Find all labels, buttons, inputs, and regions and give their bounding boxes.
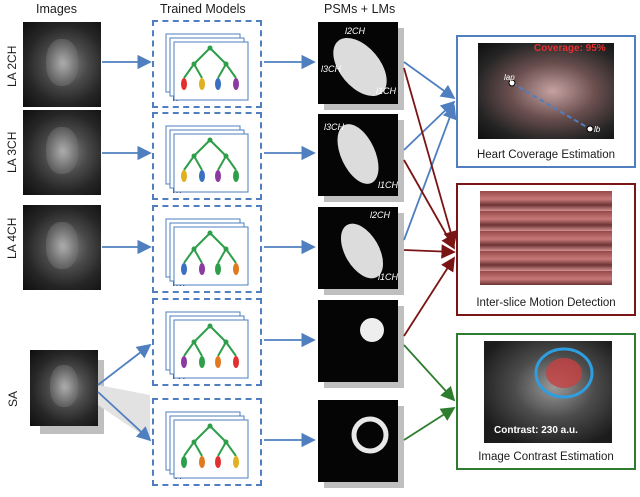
row-label-la4ch: LA 4CH	[5, 217, 19, 259]
output-label-coverage: Heart Coverage Estimation	[476, 149, 616, 161]
contrast-image	[484, 341, 612, 443]
arrow-group-to-coverage	[403, 61, 457, 241]
lm-2ch-left: l3CH	[321, 64, 342, 74]
lm-2ch-bottom: l1CH	[376, 86, 397, 96]
arrow-group-models-to-psms	[264, 54, 316, 448]
image-la2ch	[23, 22, 101, 107]
model-label-5: V.	[172, 468, 183, 482]
psm-sa-blood	[318, 300, 398, 382]
model-box-3	[152, 205, 262, 293]
model-box-4	[152, 298, 262, 386]
coverage-value: Coverage: 95%	[534, 43, 606, 54]
row-label-sa: SA	[6, 391, 20, 408]
model-label-3: III.	[172, 275, 186, 289]
header-models: Trained Models	[160, 2, 246, 16]
arrow-group-images-to-models	[97, 54, 152, 442]
output-label-contrast: Image Contrast Estimation	[478, 451, 614, 463]
lm-3ch-bottom: l1CH	[378, 180, 399, 190]
arrow-group-to-contrast	[403, 344, 456, 441]
output-box-contrast: Contrast: 230 a.u. Image Contrast Estima…	[456, 333, 636, 470]
psm-la2ch-blob	[333, 37, 387, 97]
row-label-la3ch: LA 3CH	[5, 131, 19, 173]
lm-2ch-top: l2CH	[345, 26, 366, 36]
lm-apex: lap	[504, 73, 515, 82]
motion-image	[480, 191, 612, 285]
lm-4ch-bottom: l1CH	[378, 272, 399, 282]
model-box-2	[152, 112, 262, 200]
image-la3ch	[23, 110, 101, 195]
arrow-group-to-motion	[403, 67, 458, 337]
psm-sa-myo	[318, 400, 398, 482]
model-box-1	[152, 20, 262, 108]
lm-3ch-top: l3CH	[324, 122, 345, 132]
output-box-motion: Inter-slice Motion Detection	[456, 183, 636, 316]
header-images: Images	[36, 2, 77, 16]
row-label-la2ch: LA 2CH	[5, 45, 19, 87]
lm-4ch-top: l2CH	[370, 210, 391, 220]
psm-la3ch	[318, 114, 398, 196]
model-label-2: II.	[172, 182, 183, 196]
psm-la2ch	[318, 22, 398, 104]
model-box-5	[152, 398, 262, 486]
coverage-image	[478, 43, 614, 139]
header-psms: PSMs + LMs	[324, 2, 396, 16]
coverage-axis-line	[508, 79, 594, 133]
sa-fan-shape	[98, 385, 150, 440]
image-sa	[30, 350, 98, 426]
output-label-motion: Inter-slice Motion Detection	[476, 297, 616, 309]
lm-base: lb	[594, 125, 601, 134]
psm-la3ch-blob	[337, 124, 379, 184]
image-la4ch	[23, 205, 101, 290]
contrast-contours	[534, 347, 594, 399]
model-label-4: IV.	[172, 368, 186, 382]
output-box-coverage: Coverage: 95% lap lb Heart Coverage Esti…	[456, 35, 636, 168]
psm-sa-myo-ring	[351, 416, 389, 454]
psm-la4ch-blob	[340, 223, 384, 279]
model-label-1: I.	[172, 90, 179, 104]
psm-sa-blood-blob	[360, 318, 384, 342]
psm-la4ch	[318, 207, 398, 289]
contrast-value: Contrast: 230 a.u.	[494, 425, 578, 436]
